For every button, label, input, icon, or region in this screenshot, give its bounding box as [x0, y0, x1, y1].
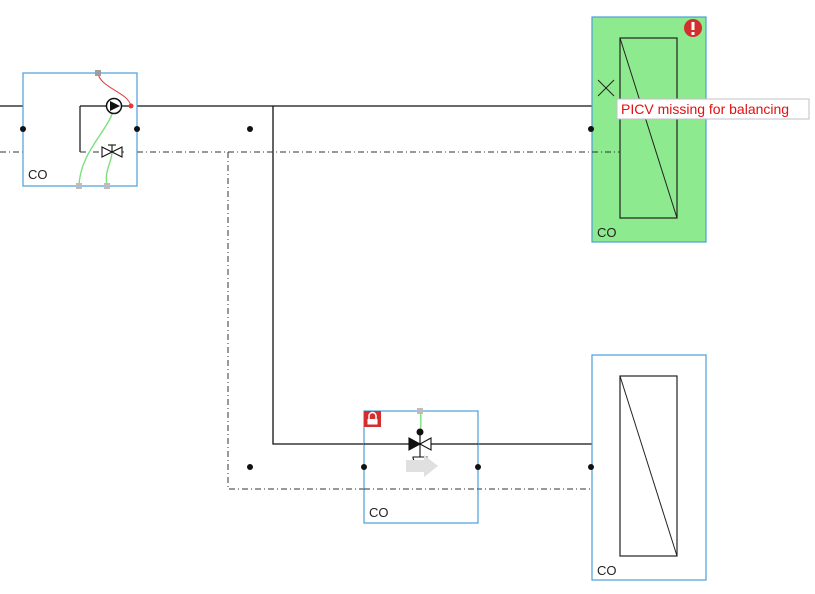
connector-square[interactable]	[76, 183, 82, 189]
port-dot[interactable]	[20, 126, 26, 132]
balancing-valve-icon[interactable]	[101, 144, 123, 158]
actuator-icon[interactable]	[416, 428, 424, 445]
warning-text: PICV missing for balancing	[621, 101, 789, 117]
control-valve-label: CO	[369, 505, 389, 520]
supply-pipe-branch[interactable]	[272, 106, 620, 445]
connector-square[interactable]	[95, 70, 101, 76]
terminal-coil[interactable]	[619, 375, 678, 557]
pump-signal-wire-red	[97, 72, 132, 107]
return-pipes[interactable]	[0, 151, 620, 490]
pump-icon[interactable]	[105, 97, 123, 115]
error-badge-icon[interactable]	[684, 19, 702, 37]
port-dot[interactable]	[475, 464, 481, 470]
terminal-unit-top[interactable]: CO	[588, 16, 707, 243]
valve-signal-wire-green	[105, 151, 113, 187]
connector-square[interactable]	[417, 408, 423, 414]
control-valve-group[interactable]: CO	[361, 408, 481, 524]
junction-dot[interactable]	[247, 464, 253, 470]
terminal-unit-bottom[interactable]: CO	[588, 354, 707, 581]
return-pipe-branch[interactable]	[227, 152, 620, 490]
pump-group-label: CO	[28, 167, 48, 182]
junction-dot[interactable]	[247, 126, 253, 132]
terminal-unit-bottom-label: CO	[597, 563, 617, 578]
terminal-coil-diagonal	[619, 375, 678, 557]
missing-valve-marker-icon[interactable]	[597, 79, 615, 97]
port-dot[interactable]	[588, 464, 594, 470]
warning-tooltip: PICV missing for balancing	[616, 98, 810, 120]
port-dot[interactable]	[361, 464, 367, 470]
port-dot[interactable]	[588, 126, 594, 132]
port-dot[interactable]	[134, 126, 140, 132]
flow-arrow-icon	[406, 455, 438, 477]
terminal-coil-diagonal	[619, 37, 678, 219]
connector-square[interactable]	[104, 183, 110, 189]
terminal-unit-top-label: CO	[597, 225, 617, 240]
connector-dot-red[interactable]	[128, 103, 134, 109]
lock-icon[interactable]	[364, 411, 381, 427]
pump-group[interactable]: CO	[20, 70, 140, 189]
terminal-coil[interactable]	[619, 37, 678, 219]
